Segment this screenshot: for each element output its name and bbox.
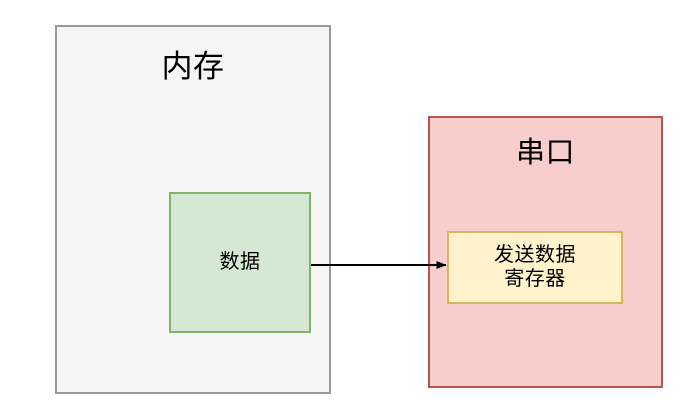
serial-port-label: 串口: [515, 137, 575, 169]
data-node[interactable]: 数据: [169, 192, 311, 333]
transmit-data-register-label: 发送数据 寄存器: [494, 243, 576, 290]
memory-label: 内存: [161, 49, 225, 84]
data-label: 数据: [219, 250, 261, 273]
transmit-data-register-node[interactable]: 发送数据 寄存器: [447, 231, 623, 304]
